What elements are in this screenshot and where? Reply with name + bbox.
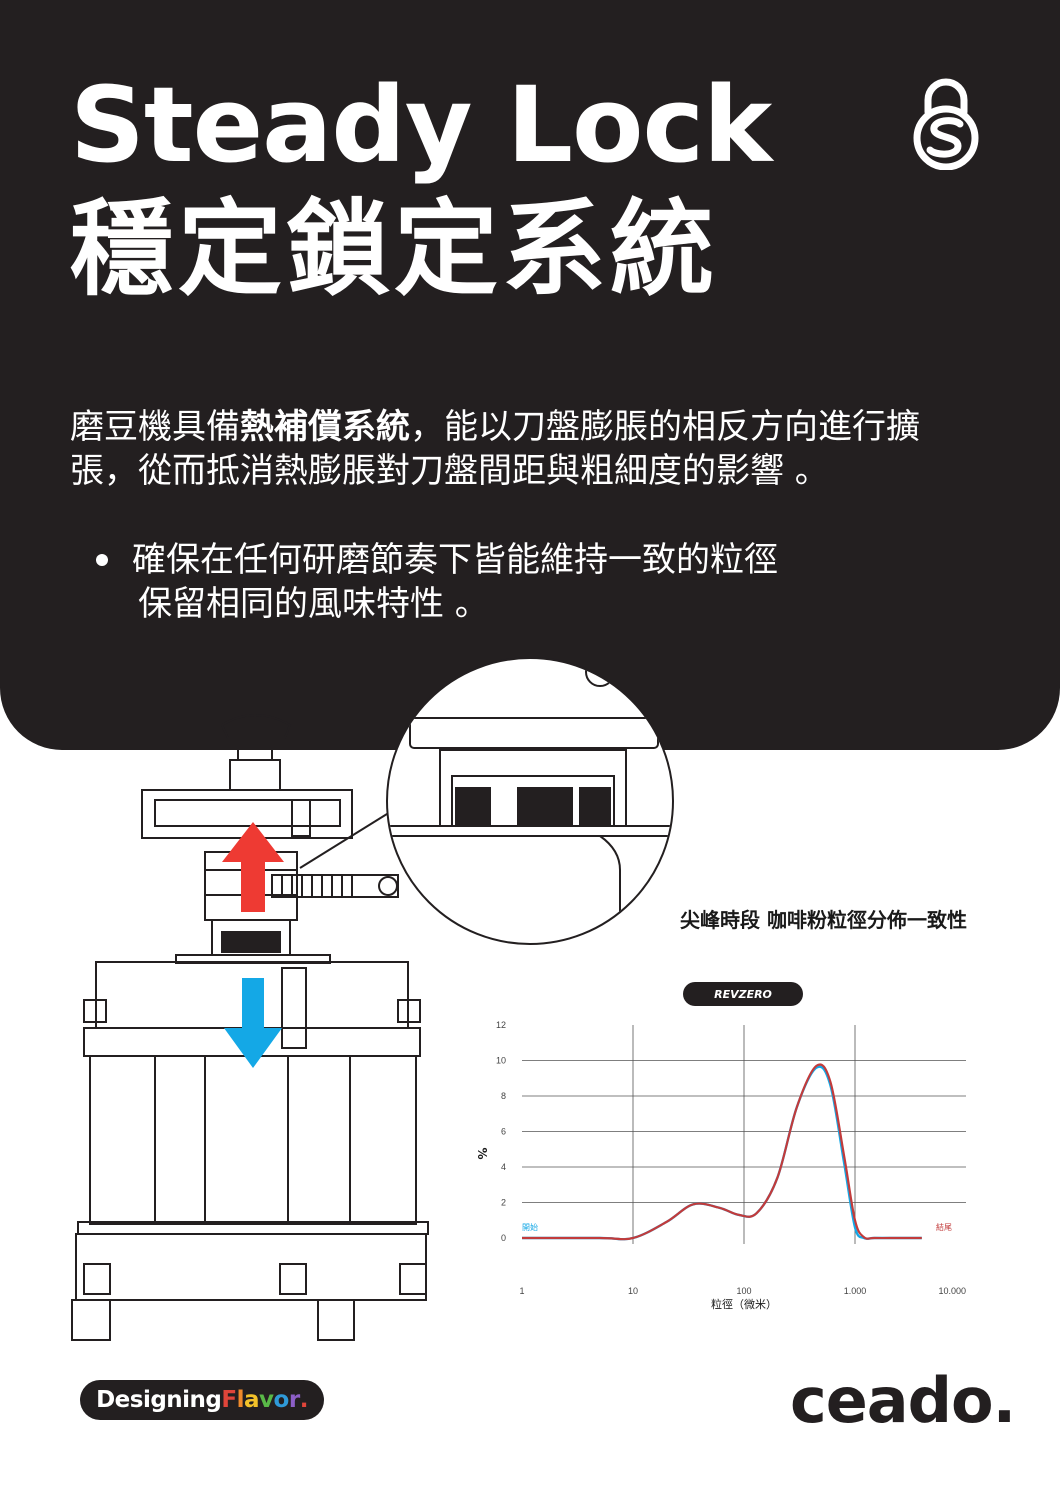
badge-letter: l: [236, 1387, 245, 1413]
title-chinese: 穩定鎖定系統: [70, 188, 719, 310]
x-tick-label: 10.000: [938, 1286, 966, 1296]
x-tick-label: 1.000: [844, 1286, 867, 1296]
x-axis-label: 粒徑（微米）: [711, 1297, 777, 1311]
legend-label: REVZERO: [714, 988, 772, 1001]
title-english: Steady Lock: [70, 64, 772, 186]
chart-annotation: 結尾: [936, 1222, 952, 1232]
hero-panel: Steady Lock 穩定鎖定系統 磨豆機具備熱補償系統，能以刀盤膨脹的相反方…: [0, 0, 1060, 750]
steady-lock-padlock-icon: [913, 78, 979, 170]
series-line: [522, 1065, 922, 1241]
bullet-line-1: 確保在任何研磨節奏下皆能維持一致的粒徑: [132, 540, 778, 580]
chart-annotation: 開始: [522, 1222, 538, 1232]
blue-down-arrow-icon: [224, 978, 282, 1068]
red-up-arrow-icon: [222, 822, 284, 912]
intro-highlight: 熱補償系統: [240, 407, 410, 447]
list-item: 確保在任何研磨節奏下皆能維持一致的粒徑 保留相同的風味特性 。: [90, 538, 778, 626]
intro-paragraph: 磨豆機具備熱補償系統，能以刀盤膨脹的相反方向進行擴張，從而抵消熱膨脹對刀盤間距與…: [70, 407, 920, 491]
bullet-dot-icon: [96, 554, 108, 566]
series-line: [522, 1063, 922, 1241]
y-tick-label: 6: [501, 1127, 506, 1137]
badge-letter: o: [273, 1387, 290, 1413]
feature-list: 確保在任何研磨節奏下皆能維持一致的粒徑 保留相同的風味特性 。: [90, 538, 778, 626]
y-tick-label: 10: [496, 1056, 506, 1066]
badge-letter: a: [244, 1387, 260, 1413]
badge-word-designing: Designing: [96, 1387, 222, 1413]
badge-letter: r: [288, 1387, 300, 1413]
ceado-logo: ceado.: [790, 1364, 1016, 1437]
badge-letter: F: [221, 1387, 237, 1413]
legend-badge: [683, 982, 803, 1006]
particle-distribution-chart: 0 2 4 6 8 10 12 1 10 100 1.000 10.000 粒徑（微米）% REVZERO…: [475, 982, 966, 1311]
chart-title: 尖峰時段 咖啡粉粒徑分佈一致性: [680, 908, 967, 932]
bullet-line-2: 保留相同的風味特性 。: [138, 584, 489, 624]
y-axis-label: %: [475, 1147, 489, 1159]
y-tick-label: 2: [501, 1198, 506, 1208]
badge-letter: .: [299, 1387, 309, 1413]
badge-letter: v: [259, 1387, 274, 1413]
x-tick-label: 10: [628, 1286, 638, 1296]
y-tick-label: 4: [501, 1162, 506, 1172]
y-tick-label: 0: [501, 1233, 506, 1243]
y-tick-label: 8: [501, 1091, 506, 1101]
y-tick-label: 12: [496, 1020, 506, 1030]
x-tick-label: 1: [519, 1286, 524, 1296]
x-tick-label: 100: [736, 1286, 751, 1296]
